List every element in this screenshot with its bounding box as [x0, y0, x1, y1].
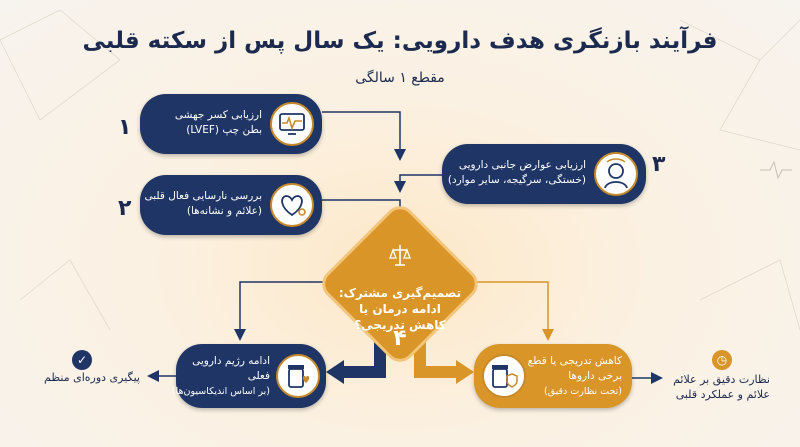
decision-text: تصمیم‌گیری مشترک: ادامه درمان یا کاهش تد… [330, 285, 470, 333]
step-card-lvef: ارزیابی کسر جهشی بطن چپ (LVEF) [140, 94, 322, 154]
decision-line2: ادامه درمان یا [359, 302, 441, 316]
step-number-4: ۴ [393, 326, 407, 351]
followup-right-line2: علائم و عملکرد قلبی [675, 388, 770, 401]
pill-bottle-heart-icon [276, 354, 320, 398]
scale-question-icon [385, 240, 415, 270]
outcome-card-taper: کاهش تدریجی یا قطع برخی داروها (تحت نظار… [474, 344, 632, 408]
outcome-continue-line2: فعلی [247, 370, 270, 382]
step-1-line2: بطن چپ (LVEF) [186, 124, 262, 136]
outcome-card-continue: ادامه رژیم دارویی فعلی (بر اساس اندیکاسی… [172, 344, 326, 408]
outcome-taper-line3: (تحت نظارت دقیق) [544, 386, 622, 397]
heart-stethoscope-icon [270, 183, 314, 227]
page-subtitle: مقطع ۱ سالگی [355, 70, 445, 86]
page-title: فرآیند بازنگری هدف دارویی: یک سال پس از … [82, 28, 718, 54]
step-3-line1: ارزیابی عوارض جانبی دارویی [458, 159, 586, 171]
clock-icon: ◷ [712, 350, 732, 370]
decision-line3: کاهش تدریجی؟ [354, 318, 446, 332]
check-circle-icon: ✓ [72, 350, 92, 370]
followup-left-text: پیگیری دوره‌ای منظم [44, 371, 140, 384]
step-number-2: ۲ [118, 196, 132, 221]
step-2-line1: بررسی نارسایی فعال قلبی [144, 190, 262, 202]
outcome-taper-line2: برخی داروها [568, 370, 622, 382]
outcome-taper-line1: کاهش تدریجی یا قطع [527, 355, 622, 367]
followup-right-text: نظارت دقیق بر علائم علائم و عملکرد قلبی [673, 372, 770, 402]
step-number-3: ۳ [652, 152, 666, 177]
step-card-heart-failure: بررسی نارسایی فعال قلبی (علائم و نشانه‌ه… [140, 175, 322, 235]
heart-monitor-icon [270, 102, 314, 146]
decision-line1: تصمیم‌گیری مشترک: [338, 286, 462, 300]
step-3-line2: (خستگی، سرگیجه، سایر موارد) [447, 174, 586, 186]
dizzy-person-icon [594, 152, 638, 196]
decision-diamond [322, 206, 478, 362]
pill-bottle-shield-icon [482, 354, 526, 398]
outcome-continue-line1: ادامه رژیم دارویی [192, 355, 270, 367]
step-2-line2: (علائم و نشانه‌ها) [186, 205, 262, 217]
outcome-continue-line3: (بر اساس اندیکاسیون‌ها) [171, 386, 270, 397]
followup-right-line1: نظارت دقیق بر علائم [673, 373, 770, 386]
step-number-1: ۱ [118, 115, 132, 140]
step-1-line1: ارزیابی کسر جهشی [174, 109, 262, 121]
step-card-side-effects: ارزیابی عوارض جانبی دارویی (خستگی، سرگیج… [442, 144, 646, 204]
